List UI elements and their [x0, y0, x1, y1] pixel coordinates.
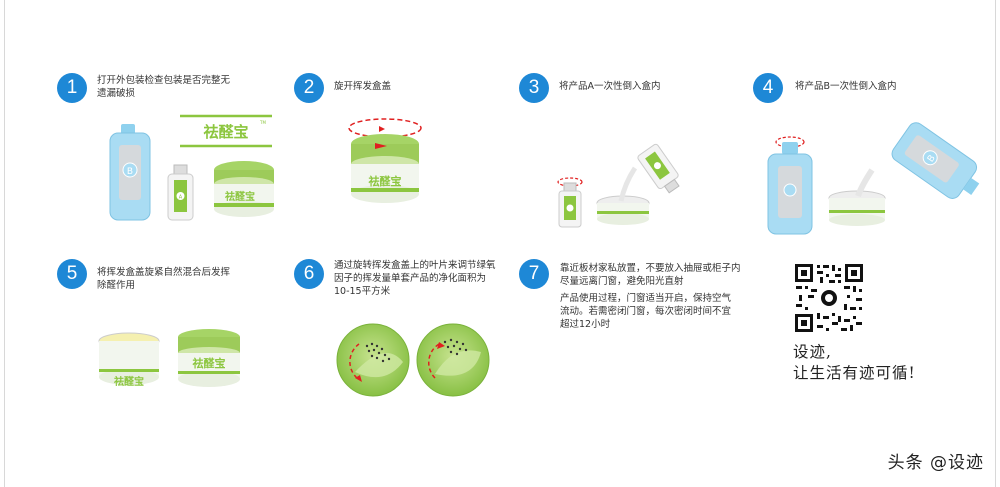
- step-3-text: 将产品A一次性倒入盒内: [559, 81, 661, 92]
- qr-code[interactable]: [793, 262, 865, 334]
- step-2-illustration: 祛醛宝: [348, 118, 422, 203]
- slogan-line-1: 设迹,: [793, 343, 832, 361]
- step-2-text: 旋开挥发盒盖: [334, 81, 392, 92]
- bottle-a-letter: A: [179, 195, 183, 201]
- step-6-badge: 6: [294, 259, 324, 289]
- step-7-badge: 7: [519, 259, 549, 289]
- step-4-text: 将产品B一次性倒入盒内: [795, 81, 897, 92]
- rotate-arrow-icon: [348, 118, 422, 138]
- step-2-badge: 2: [294, 73, 324, 103]
- step-5-illustration: 祛醛宝 祛醛宝: [98, 329, 240, 388]
- step-3-badge: 3: [519, 73, 549, 103]
- step-1-text: 打开外包装检查包装是否完整无 遗漏破损: [97, 75, 231, 99]
- step-3-illustration: [557, 143, 680, 228]
- step-1-illustration: 祛醛宝 TM B A 祛醛宝: [109, 114, 274, 221]
- step-1-jar-brand: 祛醛宝: [224, 190, 255, 203]
- slogan-line-2: 让生活有迹可循!: [793, 364, 916, 382]
- step-6-illustration: [336, 323, 490, 397]
- step-2-jar-brand: 祛醛宝: [369, 174, 402, 188]
- watermark: 头条 @设迹: [887, 453, 984, 473]
- frame-line-right: [995, 0, 996, 487]
- step-5-jar2-brand: 祛醛宝: [193, 356, 226, 370]
- step-1-badge: 1: [57, 73, 87, 103]
- step-6-text: 通过旋转挥发盒盖上的叶片来调节绿氧 因子的挥发量单套产品的净化面积为 10-15…: [334, 260, 496, 297]
- step-4-bottle-letter: B: [926, 153, 938, 164]
- step-7-text: 靠近板材家私放置，不要放入抽屉或柜子内 尽量远离门窗，避免阳光直射 产品使用过程…: [560, 263, 741, 330]
- bottle-b-letter: B: [127, 167, 133, 177]
- step-5-jar1-brand: 祛醛宝: [113, 375, 144, 388]
- step-4-badge: 4: [753, 73, 783, 103]
- step-5-badge: 5: [57, 259, 87, 289]
- bottle-b-cap: [121, 124, 135, 134]
- step-1-brand-text: 祛醛宝: [203, 123, 248, 141]
- step-4-illustration: B: [767, 122, 980, 235]
- step-1-tm: TM: [259, 120, 266, 125]
- frame-line-left: [4, 0, 5, 487]
- slogan: 设迹, 让生活有迹可循!: [793, 342, 916, 384]
- step-5-text: 将挥发盒盖旋紧自然混合后发挥 除醛作用: [97, 267, 231, 291]
